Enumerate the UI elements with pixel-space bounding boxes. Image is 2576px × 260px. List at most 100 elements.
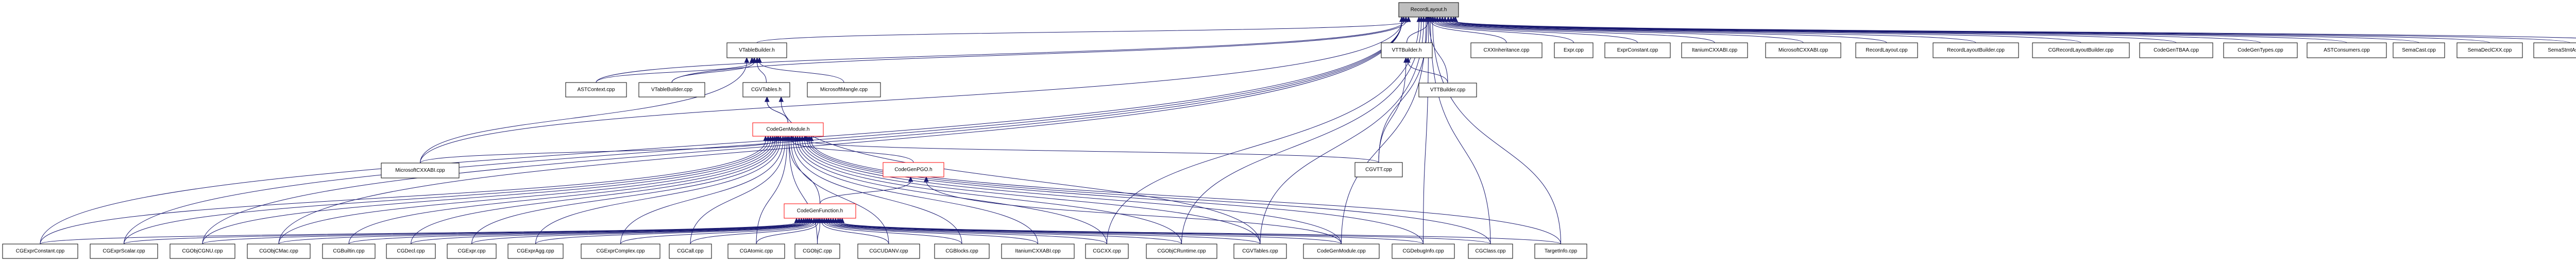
edge-line [835, 222, 1342, 245]
node-label: MicrosoftCXXABI.cpp [1778, 47, 1828, 53]
node-cgexprscalar-cpp[interactable]: CGExprScalar.cpp [90, 243, 158, 259]
node-cgcudanv-cpp[interactable]: CGCUDANV.cpp [857, 243, 920, 259]
dependency-edge [924, 176, 1342, 245]
node-cgexprcomplex-cpp[interactable]: CGExprComplex.cpp [581, 243, 660, 259]
node-cgcxx-cpp[interactable]: CGCXX.cpp [1085, 243, 1129, 259]
node-recordlayout-cpp[interactable]: RecordLayout.cpp [1855, 42, 1918, 58]
node-itaniumcxxabi-ast-cpp[interactable]: ItaniumCXXABI.cpp [1681, 42, 1748, 58]
node-cgvtt-cpp[interactable]: CGVTT.cpp [1354, 162, 1403, 177]
node-box [2139, 42, 2213, 58]
node-semastmtasm-cpp[interactable]: SemaStmtAsm.cpp [2533, 42, 2576, 58]
edge-line [671, 21, 1406, 83]
node-label: CGExprScalar.cpp [103, 249, 145, 254]
edge-line [1431, 21, 1507, 43]
node-box [2032, 42, 2130, 58]
node-microsoftcxxabi-cg-cpp[interactable]: MicrosoftCXXABI.cpp [381, 163, 460, 178]
node-codegenmodule-cpp[interactable]: CodeGenModule.cpp [1303, 243, 1380, 259]
node-box [1354, 162, 1403, 177]
node-astconsumers-cpp[interactable]: ASTConsumers.cpp [2307, 42, 2387, 58]
node-recordlayoutbuilder-cpp[interactable]: RecordLayoutBuilder.cpp [1933, 42, 2019, 58]
node-codegentypes-cpp[interactable]: CodeGenTypes.cpp [2223, 42, 2298, 58]
node-semadeclcxx-cpp[interactable]: SemaDeclCXX.cpp [2456, 42, 2523, 58]
edge-line [826, 222, 1038, 245]
edge-line [1455, 21, 2576, 39]
node-box [1933, 42, 2019, 58]
edge-line [833, 222, 1261, 245]
dependency-edge [671, 57, 757, 83]
node-label: CGCUDANV.cpp [869, 249, 908, 254]
edge-line [1423, 21, 1429, 245]
node-cgobjcmac-cpp[interactable]: CGObjCMac.cpp [247, 243, 311, 259]
dependency-edge [839, 217, 1561, 245]
node-cgdecl-cpp[interactable]: CGDecl.cpp [386, 243, 436, 259]
node-vttbuilder-h[interactable]: VTTBuilder.h [1381, 42, 1433, 58]
node-cgvtables-h[interactable]: CGVTables.h [742, 82, 790, 98]
dependency-edge [803, 135, 1379, 163]
node-vtablebuilder-cpp[interactable]: VTableBuilder.cpp [638, 82, 705, 98]
node-label: ASTContext.cpp [578, 87, 615, 93]
node-codegenpgo-h[interactable]: CodeGenPGO.h [883, 162, 944, 177]
node-cgobjc-cpp[interactable]: CGObjC.cpp [794, 243, 840, 259]
edge-line [596, 61, 753, 83]
node-cgrecordlayoutbuilder-cpp[interactable]: CGRecordLayoutBuilder.cpp [2032, 42, 2130, 58]
edge-line [596, 21, 1404, 83]
edge-line [808, 140, 1491, 245]
node-vtablebuilder-h[interactable]: VTableBuilder.h [726, 42, 787, 58]
node-cgbuiltin-cpp[interactable]: CGBuiltin.cpp [322, 243, 376, 259]
node-cgatomic-cpp[interactable]: CGAtomic.cpp [727, 243, 785, 259]
edge-line [756, 222, 819, 245]
edge-line [1432, 21, 1574, 43]
node-vttbuilder-cpp[interactable]: VTTBuilder.cpp [1418, 83, 1477, 98]
dependency-edge [671, 16, 1409, 83]
dependency-edge [793, 135, 1038, 245]
node-exprconstant-cpp[interactable]: ExprConstant.cpp [1604, 42, 1671, 58]
node-expr-cpp[interactable]: Expr.cpp [1554, 42, 1594, 58]
node-cxxinheritance-cpp[interactable]: CXXInheritance.cpp [1470, 42, 1543, 58]
node-box [2533, 42, 2576, 58]
dependency-edge [808, 135, 1561, 245]
node-box [2393, 42, 2445, 58]
node-cgobjcruntime-cpp[interactable]: CGObjCRuntime.cpp [1146, 243, 1217, 259]
edge-line [535, 140, 781, 245]
node-box [726, 42, 787, 58]
edge-line [1107, 21, 1419, 245]
arrowhead [1446, 16, 1451, 22]
node-label: CGCXX.cpp [1093, 249, 1121, 254]
node-astcontext-cpp[interactable]: ASTContext.cpp [565, 82, 627, 98]
node-cgvtables-cpp[interactable]: CGVTables.cpp [1233, 243, 1287, 259]
node-codegentbaa-cpp[interactable]: CodeGenTBAA.cpp [2139, 42, 2213, 58]
node-targetinfo-cpp[interactable]: TargetInfo.cpp [1534, 243, 1587, 259]
node-itaniumcxxabi-cg-cpp[interactable]: ItaniumCXXABI.cpp [1001, 243, 1075, 259]
node-cgcall-cpp[interactable]: CGCall.cpp [669, 243, 712, 259]
node-cgclass-cpp[interactable]: CGClass.cpp [1468, 243, 1513, 259]
node-label: CodeGenTypes.cpp [2238, 47, 2283, 53]
dependency-edge [124, 135, 771, 245]
node-cgexpragg-cpp[interactable]: CGExprAgg.cpp [507, 243, 564, 259]
node-label: CGObjCGNU.cpp [182, 249, 223, 254]
node-box [386, 243, 436, 259]
node-box [322, 243, 376, 259]
arrowhead [1443, 16, 1448, 22]
edge-line [1442, 21, 1887, 43]
node-codegenmodule-h[interactable]: CodeGenModule.h [752, 122, 824, 137]
node-microsoftcxxabi-ast-cpp[interactable]: MicrosoftCXXABI.cpp [1765, 42, 1841, 58]
node-semacast-cpp[interactable]: SemaCast.cpp [2393, 42, 2445, 58]
node-microsoftmangle-cpp[interactable]: MicrosoftMangle.cpp [807, 82, 881, 98]
node-box [381, 163, 460, 178]
arrowhead [744, 57, 750, 63]
edge-line [1378, 61, 1406, 163]
node-cgdebuginfo-cpp[interactable]: CGDebugInfo.cpp [1392, 243, 1455, 259]
node-cgexprconstant-cpp[interactable]: CGExprConstant.cpp [2, 243, 78, 259]
node-cgblocks-cpp[interactable]: CGBlocks.cpp [934, 243, 990, 259]
node-label: SemaStmtAsm.cpp [2548, 47, 2576, 53]
node-codegenfunction-h[interactable]: CodeGenFunction.h [784, 203, 856, 219]
node-label: SemaCast.cpp [2402, 47, 2436, 53]
edge-line [411, 140, 777, 245]
node-cgobjcgnu-cpp[interactable]: CGObjCGNU.cpp [170, 243, 235, 259]
node-cgexpr-cpp[interactable]: CGExpr.cpp [447, 243, 497, 259]
node-box [807, 82, 881, 98]
dependency-edge [1446, 16, 2081, 43]
node-box [727, 243, 785, 259]
dependency-edge [1405, 57, 1448, 84]
